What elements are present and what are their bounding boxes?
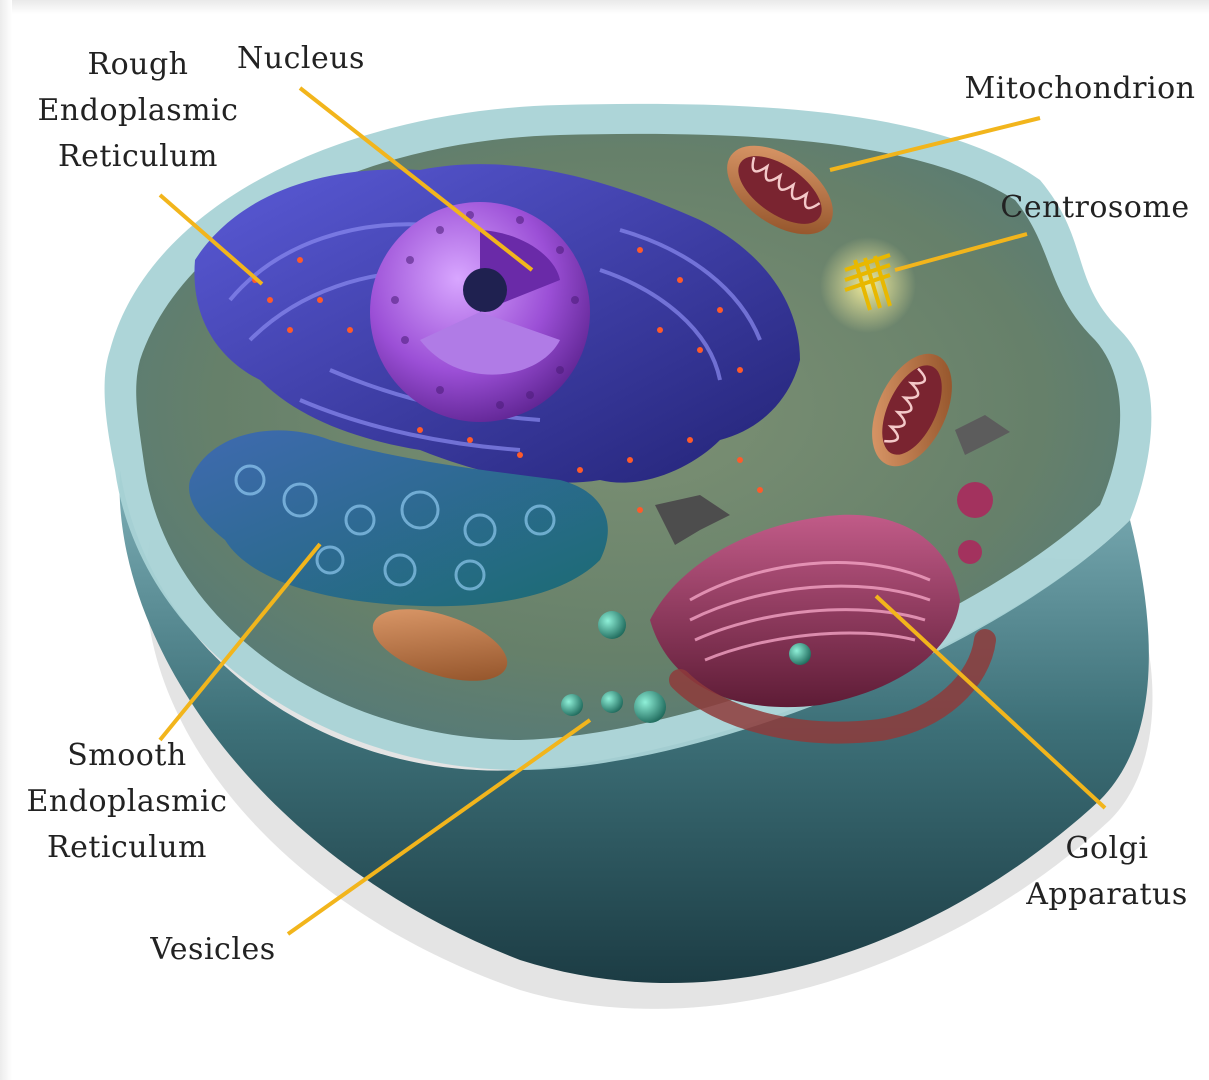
label-line: Rough <box>20 42 256 88</box>
label-line: Nucleus <box>226 36 376 82</box>
label-rough-er: Rough Endoplasmic Reticulum <box>20 42 256 180</box>
label-mitochondrion: Mitochondrion <box>952 66 1208 112</box>
label-line: Reticulum <box>12 825 242 871</box>
label-line: Mitochondrion <box>952 66 1208 112</box>
label-line: Centrosome <box>990 185 1200 231</box>
label-line: Apparatus <box>1012 872 1202 918</box>
label-golgi-apparatus: Golgi Apparatus <box>1012 826 1202 918</box>
label-vesicles: Vesicles <box>138 927 288 973</box>
label-nucleus: Nucleus <box>226 36 376 82</box>
nucleus <box>370 202 590 422</box>
label-line: Vesicles <box>138 927 288 973</box>
label-centrosome: Centrosome <box>990 185 1200 231</box>
centrosome <box>820 237 916 333</box>
label-line: Endoplasmic <box>12 779 242 825</box>
label-line: Reticulum <box>20 134 256 180</box>
label-line: Golgi <box>1012 826 1202 872</box>
label-smooth-er: Smooth Endoplasmic Reticulum <box>12 733 242 871</box>
label-line: Endoplasmic <box>20 88 256 134</box>
label-line: Smooth <box>12 733 242 779</box>
